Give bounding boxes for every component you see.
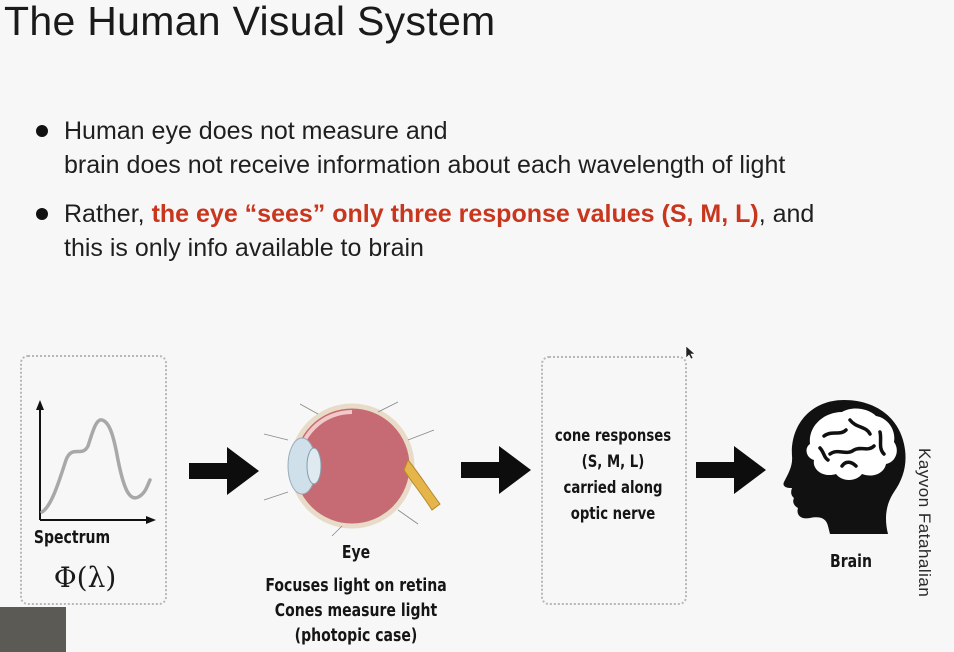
video-thumbnail[interactable] <box>0 607 66 652</box>
bullet-item: Human eye does not measure and brain doe… <box>34 114 934 182</box>
eye-description-line: Cones measure light <box>274 600 438 621</box>
bullet-item: Rather, the eye “sees” only three respon… <box>34 197 934 265</box>
bullet-line: this is only info available to brain <box>64 234 424 262</box>
right-arrow-icon <box>461 446 531 494</box>
cone-response-line: carried along <box>563 478 663 498</box>
mouse-cursor-icon <box>686 346 696 360</box>
spectrum-label: Spectrum <box>33 527 111 548</box>
spectrum-plot <box>36 400 156 524</box>
spectrum-symbol: Φ(λ) <box>53 561 117 594</box>
eye-description-line: (photopic case) <box>294 625 418 646</box>
bullet-line: Human eye does not measure and <box>64 117 448 145</box>
cone-response-text: cone responses (S, M, L) carried along o… <box>540 423 687 527</box>
eye-description-line: Focuses light on retina <box>265 575 447 596</box>
eye-label: Eye <box>341 542 371 563</box>
bullet-line: brain does not receive information about… <box>64 151 786 179</box>
bullet-line: Rather, the eye “sees” only three respon… <box>64 197 934 231</box>
cone-response-line: (S, M, L) <box>581 452 645 472</box>
bullet-highlight: the eye “sees” only three response value… <box>151 200 759 228</box>
right-arrow-icon <box>696 446 766 494</box>
bullet-dot-icon <box>36 208 48 220</box>
bullet-dot-icon <box>36 125 48 137</box>
bullet-suffix: , and <box>758 200 815 228</box>
author-credit: Kayvon Fatahalian <box>915 448 934 598</box>
cone-response-box <box>541 356 687 605</box>
eye-description: Focuses light on retina Cones measure li… <box>262 573 451 648</box>
cone-response-line: cone responses <box>554 426 672 446</box>
brain-label: Brain <box>830 551 872 572</box>
spectrum-box <box>20 355 167 605</box>
cone-response-line: optic nerve <box>570 504 656 524</box>
bullet-prefix: Rather, <box>64 200 152 228</box>
bullet-list: Human eye does not measure and brain doe… <box>34 114 934 280</box>
right-arrow-icon <box>189 447 259 495</box>
brain-head-icon <box>783 400 906 534</box>
eye-anatomy-illustration <box>263 401 441 537</box>
slide-title: The Human Visual System <box>4 0 496 44</box>
